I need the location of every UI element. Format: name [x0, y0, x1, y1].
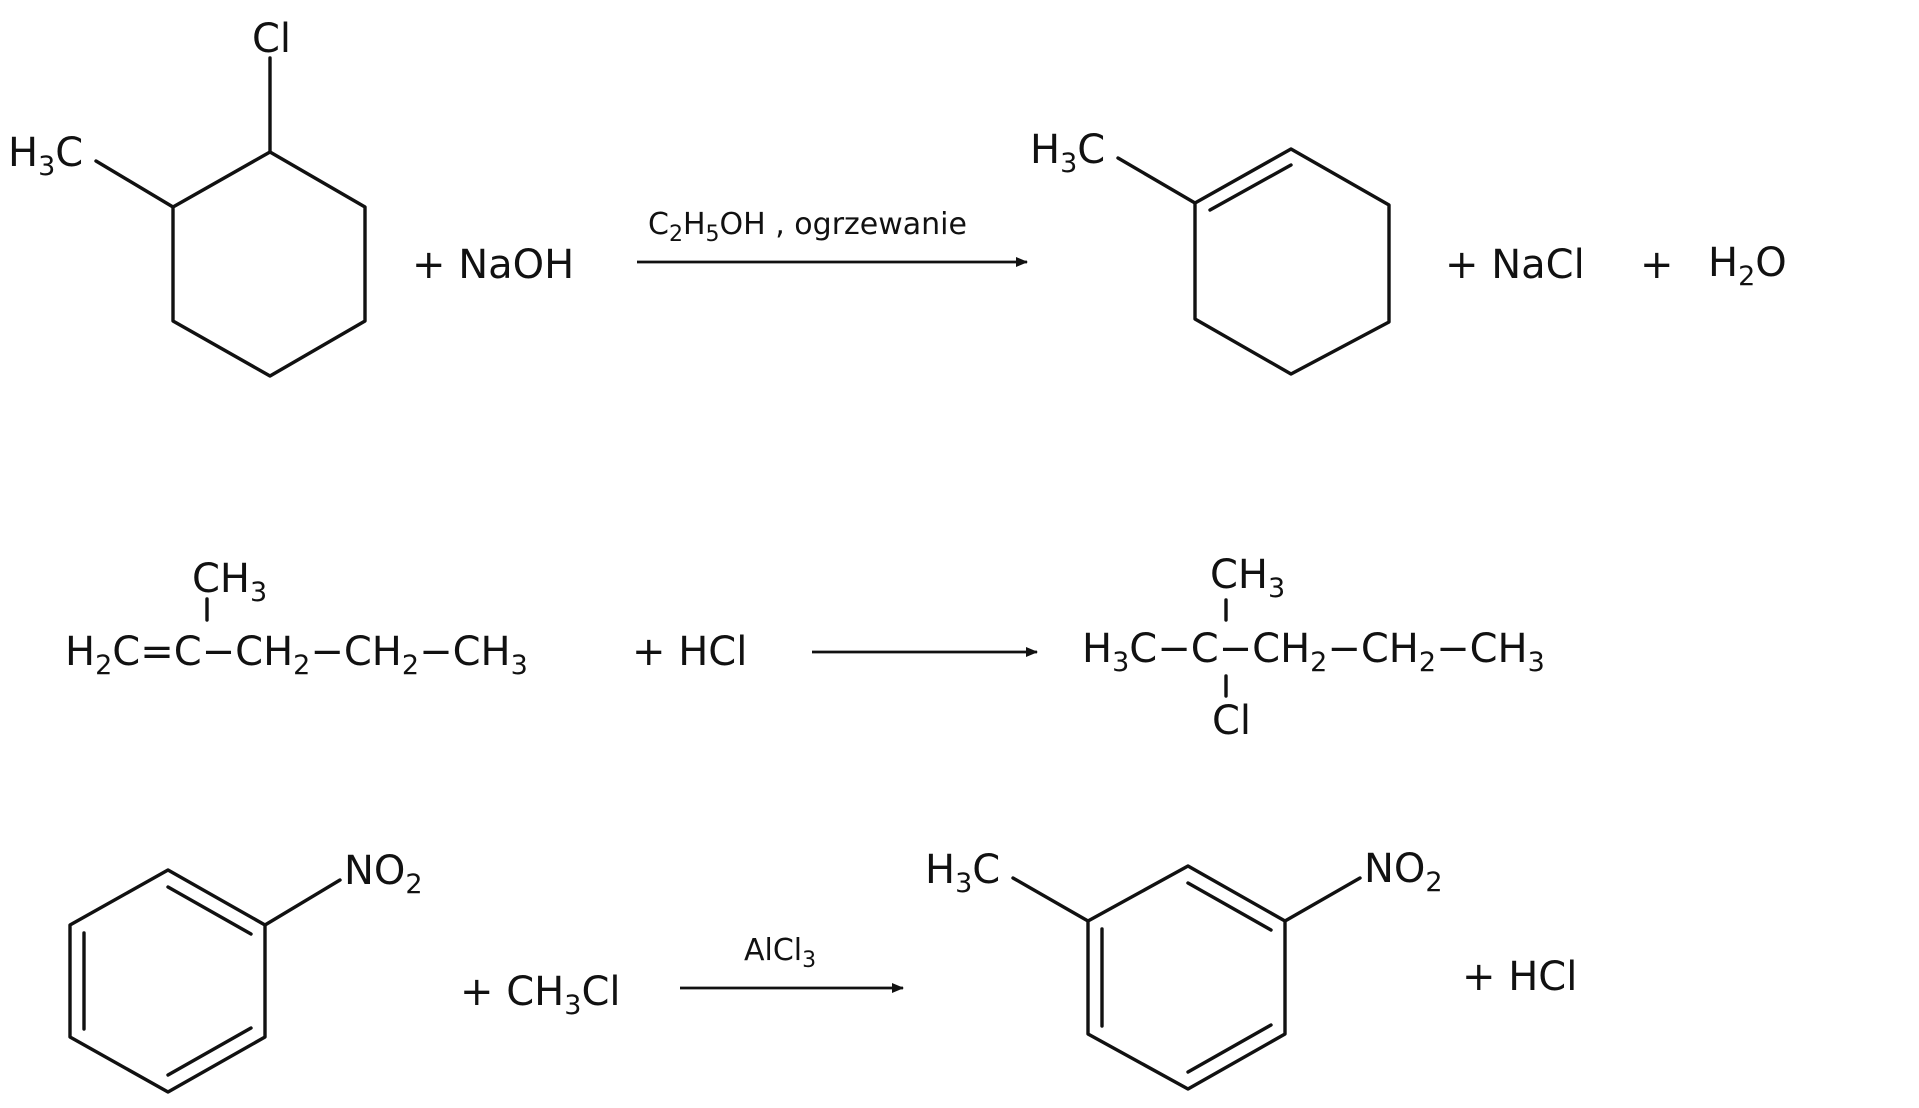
byproduct-nacl: + NaCl	[1445, 242, 1585, 288]
reaction-1-product: H3C	[1030, 127, 1391, 376]
reaction-2-reagent: + HCl	[632, 629, 747, 675]
methyl-label: H3C	[8, 130, 83, 182]
nitro-label: NO2	[344, 848, 423, 900]
aromatic-double-bond	[1186, 1023, 1273, 1074]
methyl-branch: CH3	[1210, 552, 1285, 604]
double-bond-inner	[1208, 163, 1293, 212]
reaction-3-reagent: + CH3Cl	[460, 969, 620, 1021]
aromatic-double-bond	[1186, 881, 1273, 932]
c-ch3-bond	[1011, 876, 1090, 923]
reaction-3-product: H3C NO2	[925, 846, 1443, 1091]
methyl-label: H3C	[925, 847, 1000, 899]
reaction-3-conditions: AlCl3	[744, 933, 816, 973]
reaction-1-conditions: C2H5OH , ogrzewanie	[648, 207, 967, 247]
benzene-ring	[68, 868, 267, 1094]
aromatic-double-bond	[166, 1026, 253, 1077]
benzene-ring	[1086, 864, 1287, 1091]
chlorine-label: Cl	[1212, 698, 1251, 744]
reaction-3: NO2 + CH3Cl AlCl3 H3C NO2 + HCl	[68, 846, 1577, 1094]
chlorine-label: Cl	[252, 16, 291, 62]
c-no2-bond	[1283, 876, 1362, 923]
c-no2-bond	[263, 878, 342, 927]
c-ch3-bond	[1116, 156, 1197, 205]
byproduct-hcl: + HCl	[1462, 954, 1577, 1000]
methyl-label: H3C	[1030, 127, 1105, 179]
reaction-1-arrow: C2H5OH , ogrzewanie	[637, 207, 1028, 267]
c-ch3-bond	[94, 159, 175, 209]
reaction-1-reagent: + NaOH	[412, 242, 574, 288]
reaction-1-substrate: Cl H3C	[8, 16, 367, 378]
reaction-1: Cl H3C + NaOH C2H5OH , ogrzewanie H3C + …	[8, 16, 1787, 378]
cyclohexane-ring	[171, 150, 367, 378]
cyclohexene-ring	[1193, 147, 1391, 376]
byproduct-water: H2O	[1708, 240, 1787, 292]
alkene-chain: H2C=C−CH2−CH2−CH3	[65, 629, 528, 681]
reaction-2: CH3 H2C=C−CH2−CH2−CH3 + HCl CH3 H3C−C−CH…	[65, 552, 1545, 744]
reaction-2-substrate: CH3 H2C=C−CH2−CH2−CH3	[65, 556, 528, 681]
aromatic-double-bond	[166, 885, 253, 936]
reaction-2-product: CH3 H3C−C−CH2−CH2−CH3 Cl	[1082, 552, 1545, 744]
plus-sign: +	[1640, 242, 1674, 288]
reaction-3-arrow: AlCl3	[680, 933, 904, 993]
reaction-3-substrate: NO2	[68, 848, 423, 1094]
methyl-branch: CH3	[192, 556, 267, 608]
nitro-label: NO2	[1364, 846, 1443, 898]
chloroalkane-chain: H3C−C−CH2−CH2−CH3	[1082, 626, 1545, 678]
